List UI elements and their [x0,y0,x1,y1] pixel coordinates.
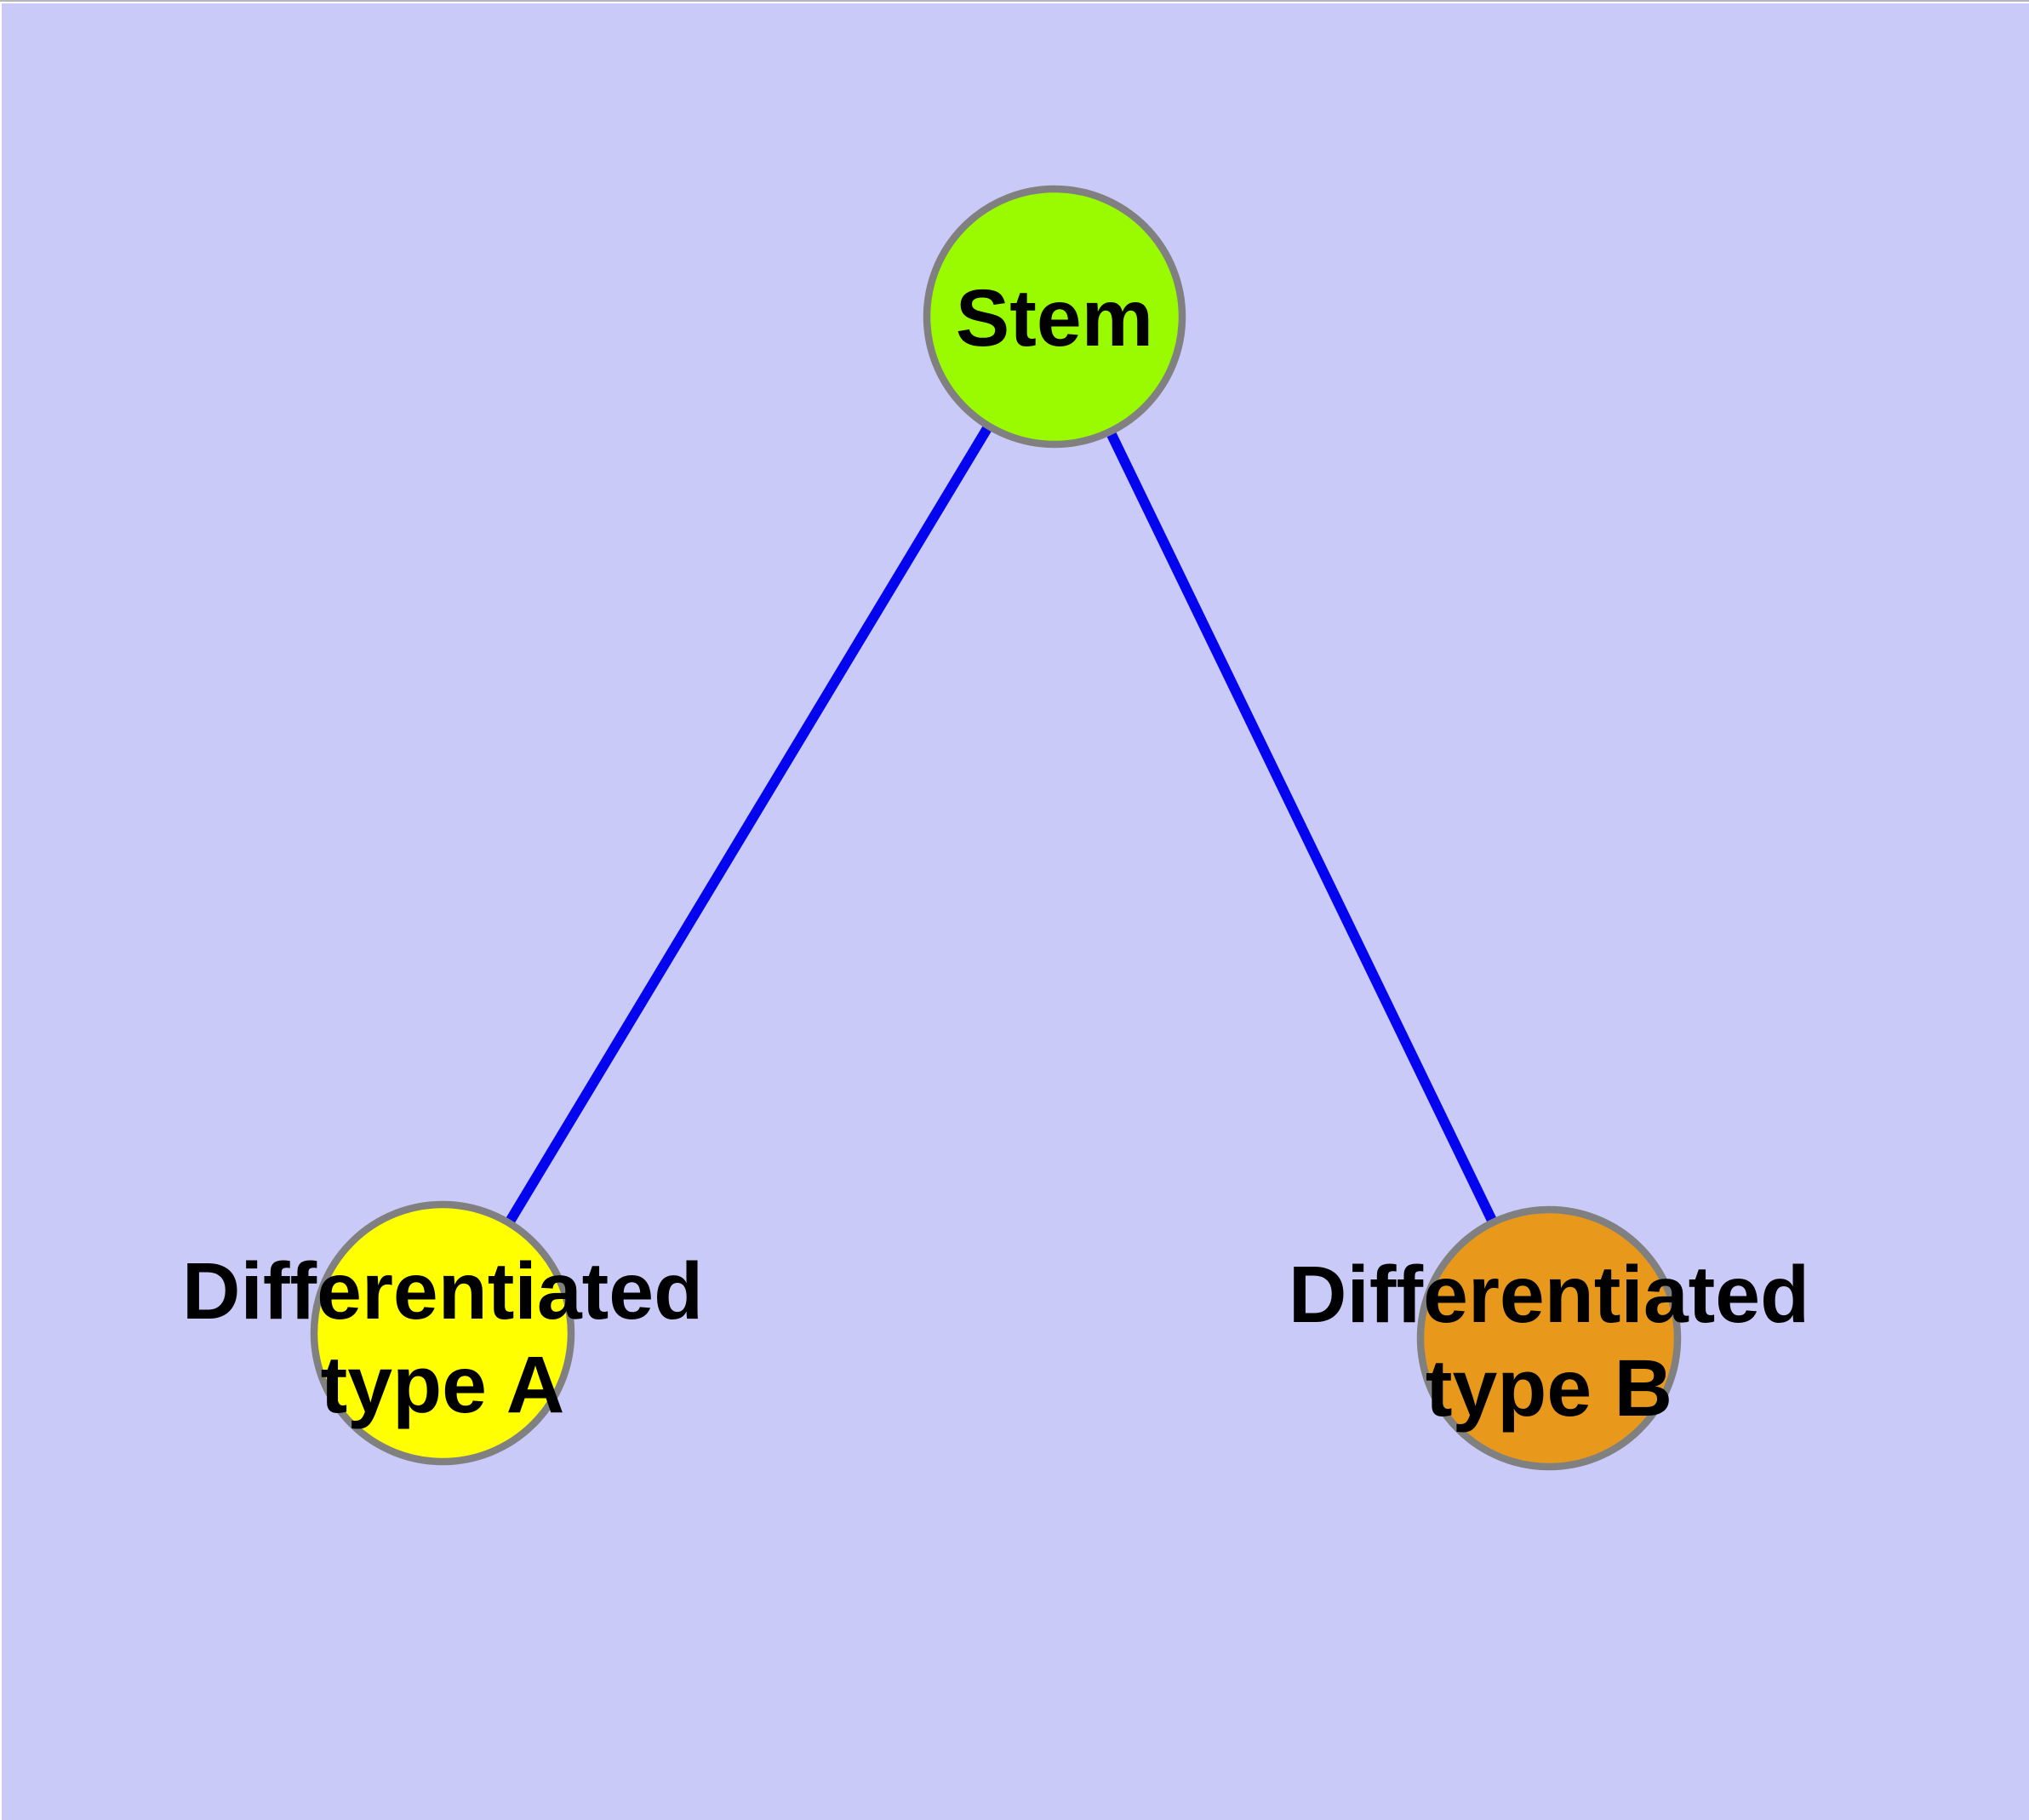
node-differentiated-type-a: Differentiated type A [182,1200,703,1466]
type-a-node-label-line2: type A [321,1340,565,1430]
type-b-node-circle [1416,1205,1682,1471]
type-a-node-label-line1: Differentiated [182,1246,703,1336]
node-differentiated-type-b: Differentiated type B [1289,1205,1809,1471]
node-stem: Stem [923,185,1186,449]
type-b-node-label-line2: type B [1426,1343,1672,1434]
type-a-node-circle [310,1200,575,1466]
type-b-node-label-line1: Differentiated [1289,1250,1809,1340]
edge-stem-to-type-a [437,313,1060,1336]
stem-node-circle [923,185,1186,449]
top-hairline [0,0,2029,2]
stem-node-label: Stem [956,273,1153,363]
edge-stem-to-type-b [1049,314,1554,1341]
